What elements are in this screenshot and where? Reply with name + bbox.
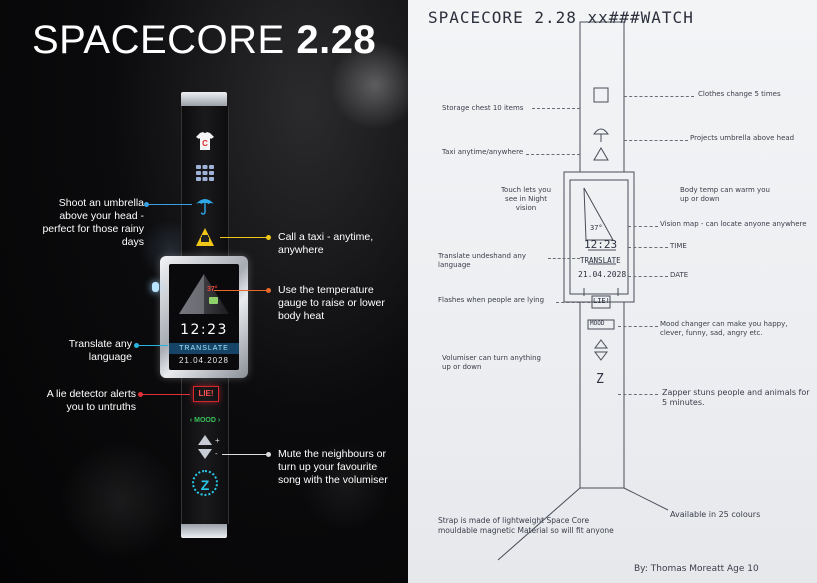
strap-top-cap (181, 92, 227, 106)
umbrella-annotation: Shoot an umbrella above your head - perf… (42, 197, 144, 248)
volume-leader-dot (266, 452, 271, 457)
tshirt-icon[interactable]: C (194, 130, 216, 152)
sketch-watch-outline (497, 21, 669, 561)
zapper-icon[interactable]: Z (192, 470, 218, 496)
note-lie-line (556, 302, 590, 303)
note-taxi: Taxi anytime/anywhere (442, 148, 524, 156)
note-date-line (628, 276, 668, 277)
taxi-annotation: Call a taxi - anytime, anywhere (278, 231, 374, 256)
right-panel-sketch: SPACECORE 2.28 xx###WATCH 37° 12:23 TRAN… (408, 0, 817, 583)
watch-screen: 37° 12:23 TRANSLATE 21.04.2028 (169, 264, 239, 370)
umbrella-leader-line (148, 204, 192, 205)
sketch-temperature: 37° (590, 224, 603, 232)
sketch-mood: MOOD (590, 320, 605, 327)
lie-annotation: A lie detector alerts you to untruths (46, 388, 136, 413)
note-lie: Flashes when people are lying (438, 296, 545, 304)
note-author: By: Thomas Moreatt Age 10 (634, 564, 759, 574)
title-bold: 2.28 (296, 18, 377, 62)
note-zapper-line (618, 394, 658, 395)
note-zapper: Zapper stuns people and animals for 5 mi… (662, 388, 810, 407)
mood-display[interactable]: ‹ MOOD › (189, 417, 221, 424)
sketch-title: SPACECORE 2.28 xx###WATCH (428, 8, 694, 27)
sketch-zapper: Z (596, 372, 604, 387)
volume-plus-label: + (215, 436, 220, 445)
sketch-time: 12:23 (584, 238, 618, 251)
side-button[interactable] (152, 282, 159, 292)
zapper-letter: Z (200, 477, 210, 493)
note-clothes-line (624, 96, 694, 97)
lens-flare (60, 440, 180, 560)
note-mood: Mood changer can make you happy, clever,… (660, 320, 788, 337)
temperature-readout: 37° (207, 286, 218, 293)
lie-leader-dot (138, 392, 143, 397)
translate-annotation: Translate any language (68, 338, 132, 363)
note-volume: Volumiser can turn anything up or down (442, 354, 542, 371)
note-touch: Touch lets you see in Night vision (500, 186, 552, 212)
note-translate: Translate undeshand any language (438, 252, 526, 269)
note-vision-line (628, 226, 658, 227)
page-title: SPACECORE 2.28 (32, 18, 376, 63)
taxi-leader-dot (266, 235, 271, 240)
volume-annotation: Mute the neighbours or turn up your favo… (278, 448, 388, 486)
umbrella-leader-dot (144, 202, 149, 207)
lie-leader-line (142, 394, 190, 395)
umbrella-icon[interactable] (194, 194, 216, 216)
note-vision: Vision map - can locate anyone anywhere (660, 220, 807, 228)
map-icon (209, 297, 218, 304)
translate-leader-dot (134, 343, 139, 348)
sketch-translate: TRANSLATE (580, 256, 621, 265)
note-taxi-line (526, 154, 580, 155)
strap-bottom-cap (181, 524, 227, 538)
note-umbrella-line (624, 140, 688, 141)
note-time: TIME (670, 242, 687, 250)
note-colours: Available in 25 colours (670, 510, 761, 519)
note-clothes: Clothes change 5 times (698, 90, 781, 98)
note-temp: Body temp can warm you up or down (680, 186, 770, 203)
time-display: 12:23 (180, 322, 228, 338)
taxi-icon[interactable] (194, 226, 216, 248)
temperature-annotation: Use the temperature gauge to raise or lo… (278, 284, 385, 322)
svg-text:C: C (202, 139, 208, 148)
volume-control-icon[interactable] (196, 434, 214, 460)
note-umbrella: Projects umbrella above head (690, 134, 795, 142)
lie-detector-display[interactable]: LIE! (193, 386, 219, 402)
sketch-lie: LIE! (593, 297, 610, 305)
taxi-leader-line (220, 237, 266, 238)
mood-label: MOOD (194, 417, 216, 424)
translate-button[interactable]: TRANSLATE (169, 343, 239, 354)
note-date: DATE (670, 271, 689, 279)
note-translate-line (548, 258, 580, 259)
left-panel-render: SPACECORE 2.28 C 37° 12:23 TRANSLATE 21.… (0, 0, 408, 583)
title-light: SPACECORE (32, 18, 285, 62)
watch-face: 37° 12:23 TRANSLATE 21.04.2028 (160, 256, 248, 378)
temperature-leader-line (214, 290, 266, 291)
note-storage: Storage chest 10 items (442, 104, 524, 112)
translate-leader-line (138, 345, 168, 346)
temperature-leader-dot (266, 288, 271, 293)
vision-map-display (179, 274, 229, 314)
sketch-date: 21.04.2028 (578, 270, 627, 279)
volume-minus-label: - (215, 449, 218, 458)
volume-leader-line (222, 454, 266, 455)
note-storage-line (532, 108, 580, 109)
note-time-line (628, 247, 668, 248)
date-display: 21.04.2028 (178, 356, 230, 365)
note-mood-line (618, 326, 658, 327)
note-strap: Strap is made of lightweight Space Core … (438, 516, 614, 535)
storage-grid-icon[interactable] (194, 162, 216, 184)
